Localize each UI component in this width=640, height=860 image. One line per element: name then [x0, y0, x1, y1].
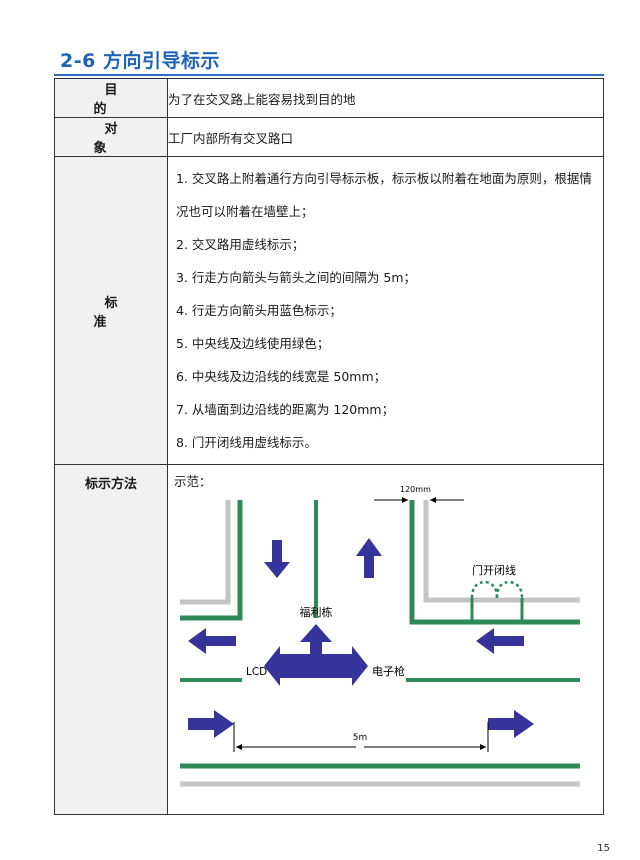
standard-cell: 1. 交叉路上附着通行方向引导标示板，标示板以附着在地面为原则，根据情况也可以附…: [167, 156, 604, 465]
wall-upper-left: [180, 500, 231, 605]
standard-item: 5. 中央线及边线使用绿色；: [176, 336, 330, 351]
edge-line-upper-left: [180, 500, 243, 621]
arrow-up-icon: [356, 538, 382, 578]
junction-arrow-icon: [264, 624, 368, 686]
page-title: 2-6 方向引导标示: [60, 50, 220, 72]
method-row: 标示方法 示范：: [54, 464, 604, 815]
arrow-down-icon: [264, 540, 290, 578]
arrow-right-icon: [488, 710, 534, 738]
edge-line-upper-right: [409, 500, 580, 625]
standard-item: 2. 交叉路用虚线标示；: [176, 237, 305, 252]
building-label: 福利栋: [300, 605, 333, 619]
dimension-5m-label: 5m: [353, 733, 368, 743]
intersection-diagram: 门开闭线 120mm 福利栋 LCD 电子枪: [180, 485, 580, 787]
door-swing: [470, 580, 524, 622]
standard-item: 8. 门开闭线用虚线标示。: [176, 435, 317, 450]
standard-item: 3. 行走方向箭头与箭头之间的间隔为 5m；: [176, 270, 417, 285]
page-number: 15: [597, 843, 610, 854]
arrow-left-icon: [476, 628, 524, 654]
arrow-left-icon: [188, 628, 236, 654]
demo-caption: 示范：: [174, 474, 212, 489]
standard-label: 标 准: [54, 156, 168, 465]
target-row: 对 象 工厂内部所有交叉路口: [54, 117, 604, 157]
purpose-label: 目 的: [54, 78, 168, 118]
standard-item: 4. 行走方向箭头用蓝色标示；: [176, 303, 342, 318]
standards-table: 目 的 为了在交叉路上能容易找到目的地 对 象 工厂内部所有交叉路口 标 准 1…: [54, 78, 604, 815]
standard-item: 7. 从墙面到边沿线的距离为 120mm；: [176, 402, 395, 417]
dimension-120mm-label: 120mm: [400, 485, 431, 494]
purpose-row: 目 的 为了在交叉路上能容易找到目的地: [54, 78, 604, 118]
standard-item: 6. 中央线及边沿线的线宽是 50mm；: [176, 369, 387, 384]
target-label: 对 象: [54, 117, 168, 157]
standard-item: 1. 交叉路上附着通行方向引导标示板，标示板以附着在地面为原则，根据情况也可以附…: [176, 171, 592, 219]
method-label: 标示方法: [54, 464, 168, 815]
title-underline: [54, 74, 604, 76]
arrow-right-icon: [188, 710, 234, 738]
wall-upper-right: [423, 500, 580, 603]
standard-row: 标 准 1. 交叉路上附着通行方向引导标示板，标示板以附着在地面为原则，根据情况…: [54, 156, 604, 465]
electron-gun-label: 电子枪: [372, 664, 405, 678]
purpose-value: 为了在交叉路上能容易找到目的地: [167, 78, 604, 118]
door-label: 门开闭线: [472, 563, 516, 577]
lcd-label: LCD: [246, 666, 267, 678]
standard-list: 1. 交叉路上附着通行方向引导标示板，标示板以附着在地面为原则，根据情况也可以附…: [168, 157, 603, 464]
method-cell: 示范：: [167, 464, 604, 815]
target-value: 工厂内部所有交叉路口: [167, 117, 604, 157]
